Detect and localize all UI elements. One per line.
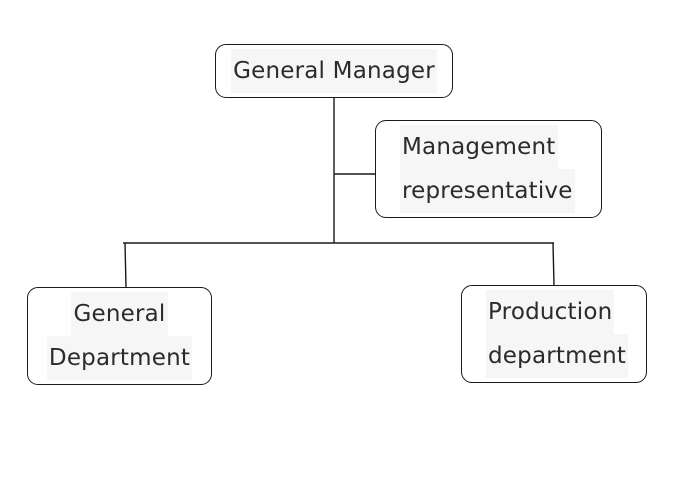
production-department-line-2: department bbox=[486, 334, 629, 378]
management-representative-line-2: representative bbox=[400, 169, 575, 213]
production-department-box: Production department bbox=[461, 285, 647, 383]
general-department-box: General Department bbox=[27, 287, 212, 385]
left-drop-line bbox=[124, 242, 127, 288]
management-representative-box: Management representative bbox=[375, 120, 602, 218]
general-manager-label: General Manager bbox=[231, 49, 437, 93]
management-representative-line-1: Management bbox=[400, 125, 558, 169]
general-department-line-1: General bbox=[71, 292, 168, 336]
general-department-line-2: Department bbox=[46, 336, 193, 380]
production-department-line-1: Production bbox=[486, 290, 615, 334]
right-drop-line bbox=[552, 242, 555, 286]
general-manager-box: General Manager bbox=[215, 44, 453, 98]
